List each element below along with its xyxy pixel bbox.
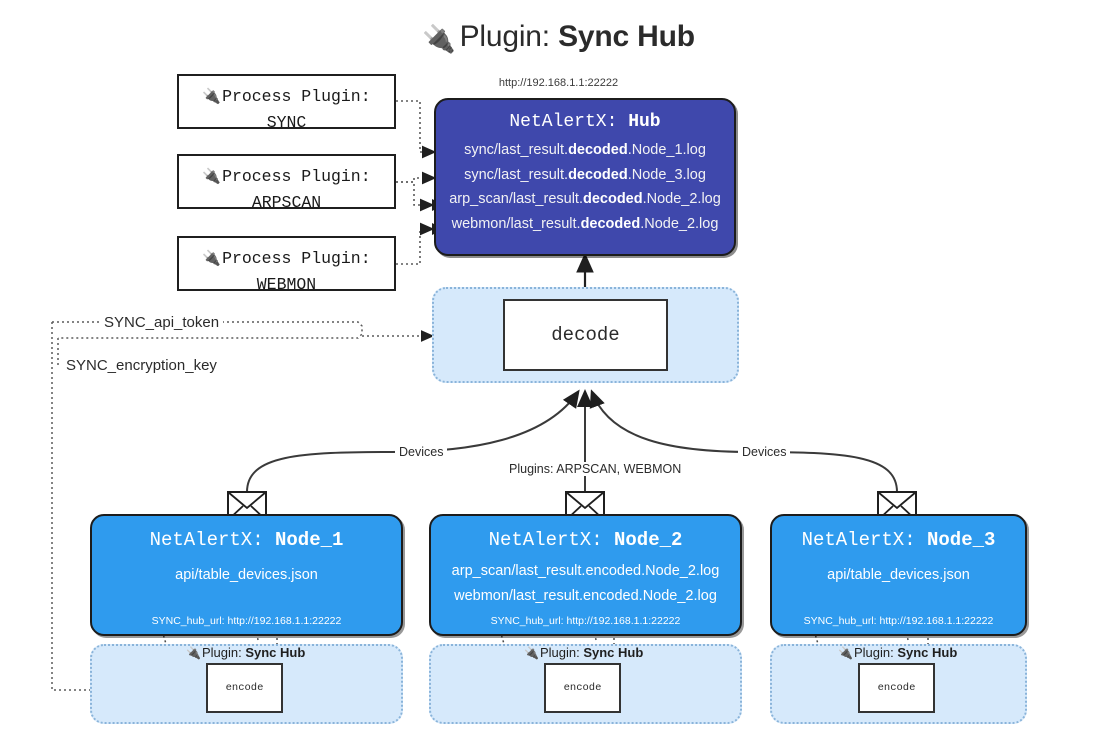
- plug-icon: 🔌: [524, 646, 539, 660]
- hub-log-line: arp_scan/last_result.decoded.Node_2.log: [449, 191, 721, 207]
- setting-api-token-label: SYNC_api_token: [100, 314, 224, 331]
- page-title-name: Sync Hub: [558, 20, 695, 53]
- node-title: NetAlertX: Node_2: [488, 529, 683, 551]
- encode-label: encode: [877, 682, 916, 694]
- node-hub-url: SYNC_hub_url: http://192.168.1.1:22222: [803, 615, 994, 627]
- node-title: NetAlertX: Node_1: [149, 529, 344, 551]
- node-1[interactable]: NetAlertX: Node_1 api/table_devices.json…: [90, 514, 403, 636]
- plug-icon: 🔌: [422, 24, 456, 54]
- plug-icon: 🔌: [202, 87, 222, 105]
- page-title: 🔌Plugin: Sync Hub: [0, 18, 1117, 56]
- process-plugin-name: SYNC: [266, 113, 307, 132]
- encode-box-node-2[interactable]: encode: [544, 663, 621, 713]
- process-plugin-line1: 🔌Process Plugin:: [202, 249, 371, 268]
- sync-hub-plugin-label-3: 🔌Plugin: Sync Hub: [838, 645, 958, 660]
- hub-url-caption: http://192.168.1.1:22222: [498, 77, 619, 89]
- node-2[interactable]: NetAlertX: Node_2 arp_scan/last_result.e…: [429, 514, 742, 636]
- encode-label: encode: [225, 682, 264, 694]
- plug-icon: 🔌: [186, 646, 201, 660]
- edge-label-devices-right: Devices: [738, 445, 791, 459]
- node-line-list: api/table_devices.json: [92, 563, 401, 588]
- encode-box-node-1[interactable]: encode: [206, 663, 283, 713]
- node-line: api/table_devices.json: [175, 567, 318, 583]
- decode-label: decode: [551, 324, 620, 346]
- hub-log-line: sync/last_result.decoded.Node_1.log: [464, 142, 706, 158]
- decode-box[interactable]: decode: [503, 299, 668, 371]
- plug-icon: 🔌: [838, 646, 853, 660]
- node-line: webmon/last_result.encoded.Node_2.log: [454, 588, 717, 604]
- hub-log-line: sync/last_result.decoded.Node_3.log: [464, 166, 706, 183]
- sync-hub-plugin-label-2: 🔌Plugin: Sync Hub: [524, 645, 644, 660]
- hub-node[interactable]: NetAlertX: Hub sync/last_result.decoded.…: [434, 98, 736, 256]
- node-hub-url: SYNC_hub_url: http://192.168.1.1:22222: [490, 615, 681, 627]
- edge-label-devices-left: Devices: [395, 445, 448, 459]
- plug-icon: 🔌: [202, 249, 222, 267]
- process-plugin-name: ARPSCAN: [251, 193, 322, 212]
- node-hub-url: SYNC_hub_url: http://192.168.1.1:22222: [151, 615, 342, 627]
- encode-box-node-3[interactable]: encode: [858, 663, 935, 713]
- node-3[interactable]: NetAlertX: Node_3 api/table_devices.json…: [770, 514, 1027, 636]
- page-title-prefix: Plugin:: [459, 20, 559, 53]
- node-line: api/table_devices.json: [827, 567, 970, 583]
- sync-hub-plugin-label-1: 🔌Plugin: Sync Hub: [186, 645, 306, 660]
- node-title: NetAlertX: Node_3: [801, 529, 996, 551]
- edge-label-plugins-center: Plugins: ARPSCAN, WEBMON: [505, 462, 686, 476]
- node-line-list: api/table_devices.json: [772, 563, 1025, 588]
- hub-log-list: sync/last_result.decoded.Node_1.log sync…: [436, 138, 734, 236]
- hub-title: NetAlertX: Hub: [509, 112, 661, 132]
- hub-log-line: webmon/last_result.decoded.Node_2.log: [451, 215, 719, 232]
- process-plugin-box-webmon[interactable]: 🔌Process Plugin: WEBMON: [177, 236, 396, 294]
- node-line-list: arp_scan/last_result.encoded.Node_2.log …: [431, 559, 740, 609]
- plug-icon: 🔌: [202, 167, 222, 185]
- setting-encryption-key-label: SYNC_encryption_key: [62, 357, 221, 374]
- process-plugin-name: WEBMON: [256, 275, 317, 294]
- process-plugin-line1: 🔌Process Plugin:: [202, 87, 371, 106]
- process-plugin-box-arpscan[interactable]: 🔌Process Plugin: ARPSCAN: [177, 154, 396, 212]
- process-plugin-box-sync[interactable]: 🔌Process Plugin: SYNC: [177, 74, 396, 132]
- encode-label: encode: [563, 682, 602, 694]
- process-plugin-line1: 🔌Process Plugin:: [202, 167, 371, 186]
- node-line: arp_scan/last_result.encoded.Node_2.log: [451, 563, 720, 579]
